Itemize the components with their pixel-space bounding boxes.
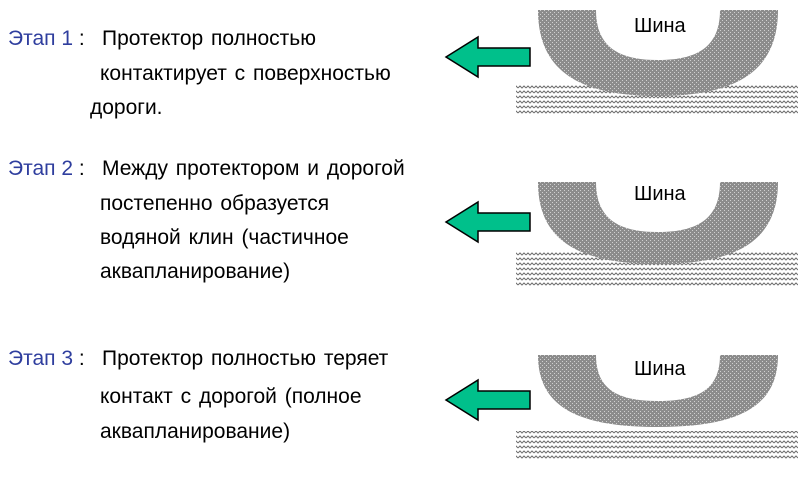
tire-diagram: Шина — [516, 10, 798, 114]
tire-label: Шина — [634, 183, 687, 205]
stage-text-line: Протектор полностью — [102, 27, 316, 50]
stage-text-line: Протектор полностью теряет — [102, 347, 389, 370]
tire-shape — [538, 355, 778, 427]
stage-title: Этап 1 — [8, 27, 74, 50]
road-surface — [516, 431, 798, 459]
tire-shape — [538, 182, 778, 264]
stage-title: Этап 3 — [8, 347, 74, 370]
tire-diagram: Шина — [516, 355, 798, 459]
stage-text-line: аквапланирование) — [100, 260, 291, 283]
stage-text-line: аквапланирование) — [100, 420, 291, 443]
arrow-left-icon — [444, 200, 531, 244]
tire-diagram: Шина — [516, 182, 798, 286]
stage-text-line: постепенно образуется — [100, 192, 330, 215]
stage-2: Этап 2 : Между протектором и дорогой пос… — [0, 150, 798, 300]
stage-text-line: контакт с дорогой (полное — [100, 385, 362, 408]
stage-colon: : — [78, 27, 85, 50]
stage-text-line: дороги. — [90, 96, 163, 119]
arrow-left-icon — [444, 35, 531, 79]
stage-colon: : — [78, 347, 85, 370]
stage-3: Этап 3 : Протектор полностью теряет конт… — [0, 330, 798, 480]
stage-label: Этап 2 : — [8, 152, 85, 186]
stage-text-line: водяной клин (частичное — [100, 226, 349, 249]
tire-shape — [538, 10, 778, 96]
stage-1: Этап 1 : Протектор полностью контактируе… — [0, 0, 798, 150]
arrow-left-icon — [444, 378, 531, 422]
tire-label: Шина — [634, 15, 687, 37]
stage-text-line: контактирует с поверхностью — [100, 62, 391, 85]
tire-label: Шина — [634, 358, 687, 380]
stage-text-line: Между протектором и дорогой — [102, 157, 405, 180]
stage-label: Этап 1 : — [8, 22, 85, 56]
stage-label: Этап 3 : — [8, 342, 85, 376]
stage-colon: : — [78, 157, 85, 180]
stage-title: Этап 2 — [8, 157, 74, 180]
